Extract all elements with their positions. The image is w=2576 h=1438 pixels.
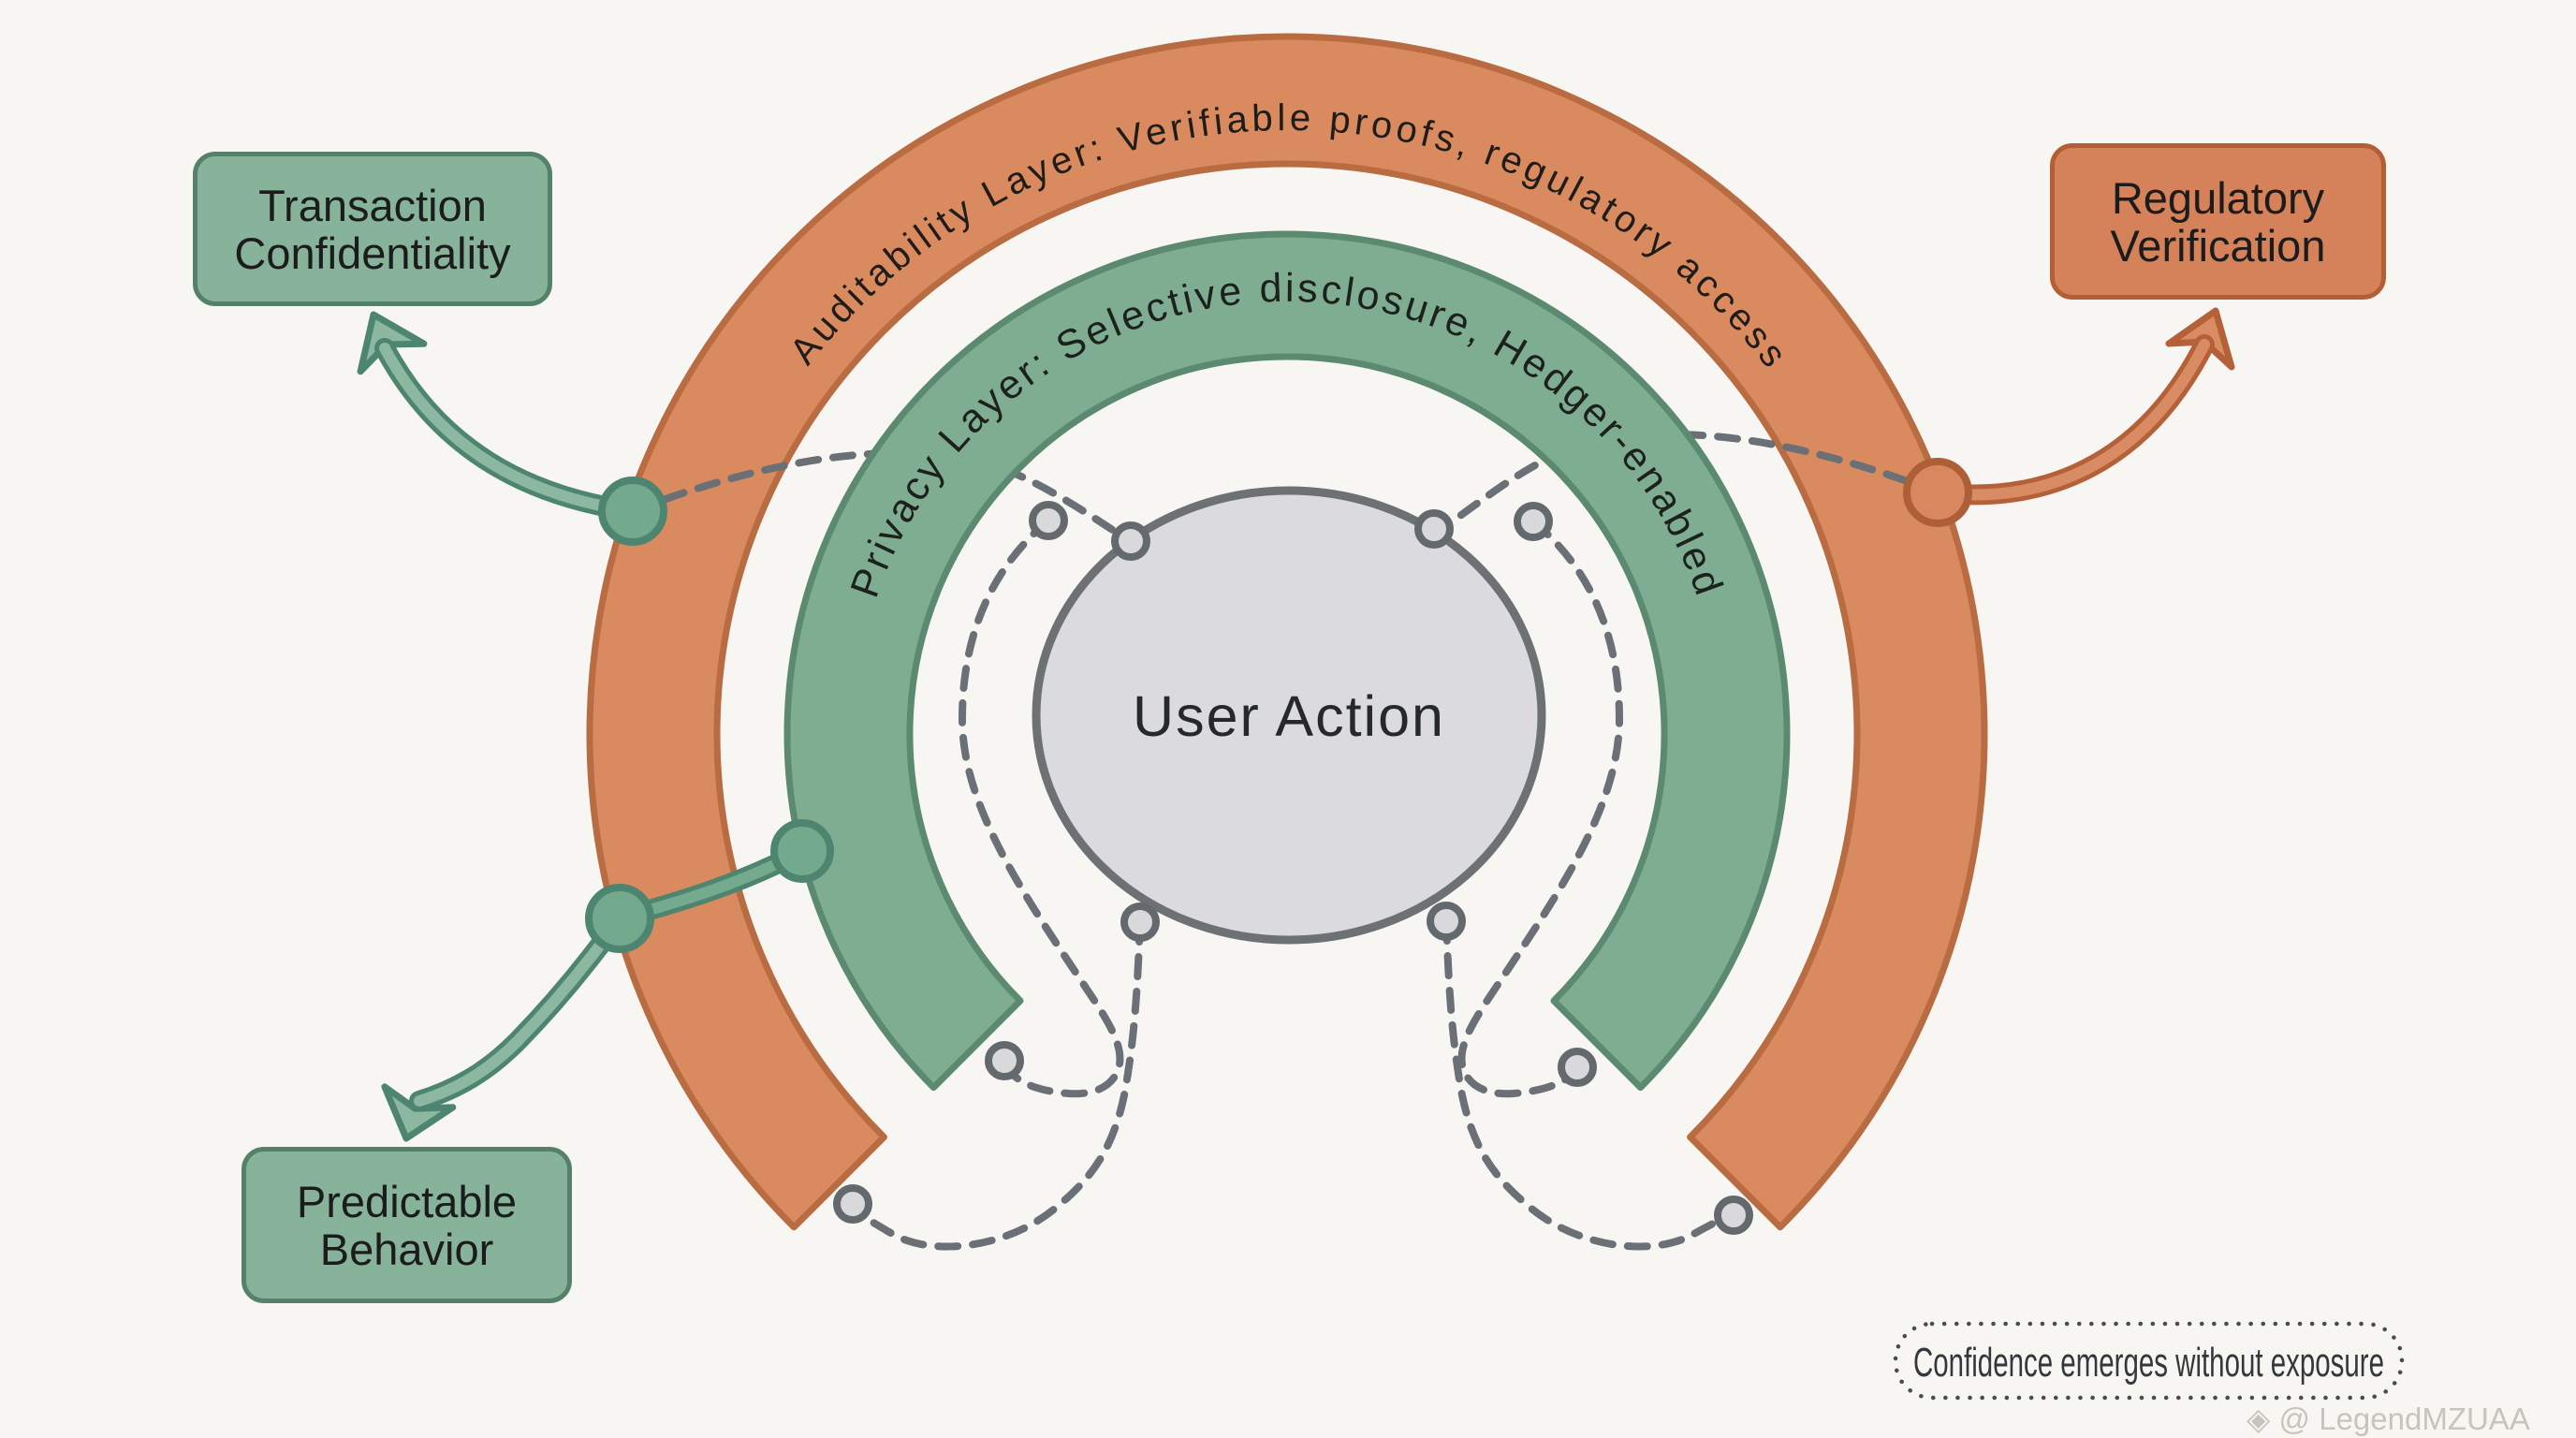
- svg-text:Confidence emerges without exp: Confidence emerges without exposure: [1913, 1340, 2384, 1386]
- svg-text:User Action: User Action: [1133, 684, 1445, 748]
